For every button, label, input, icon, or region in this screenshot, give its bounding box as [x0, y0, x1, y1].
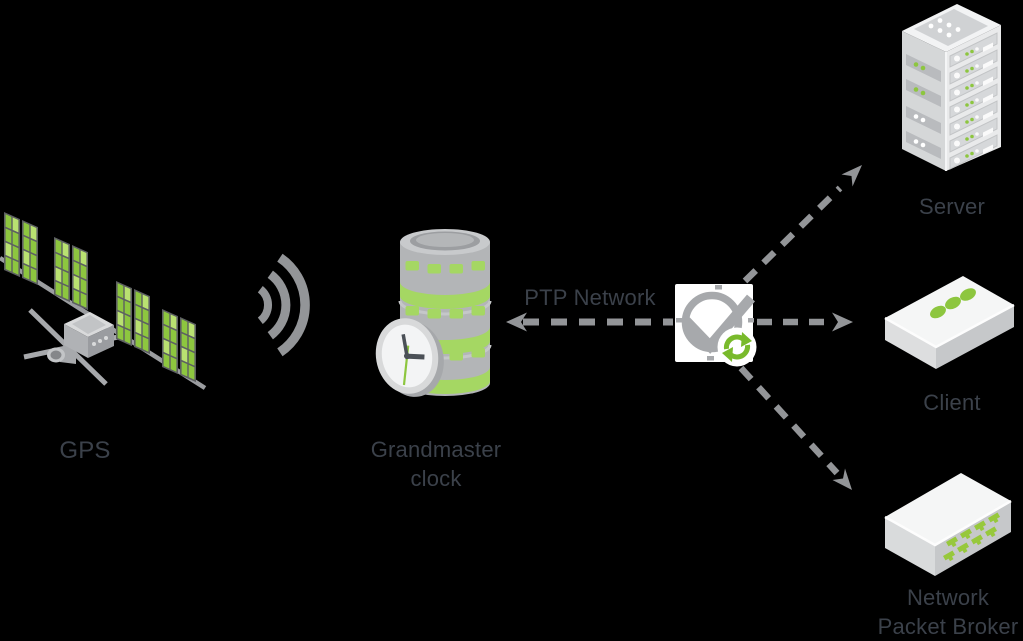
arrow-to-grandmaster — [506, 312, 673, 332]
arrow-to-server — [742, 165, 862, 284]
database-clock-icon — [375, 229, 492, 397]
gps-label: GPS — [59, 437, 111, 464]
sync-refresh-icon — [717, 327, 757, 367]
time-sync-check-icon — [675, 284, 757, 367]
arrow-to-packet-broker — [738, 365, 852, 490]
analog-clock-icon — [375, 318, 444, 397]
client-device-icon — [884, 276, 1015, 369]
network-packet-broker-label: Network Packet Broker — [877, 585, 1019, 639]
wireless-signal-icon — [257, 253, 310, 357]
grandmaster-clock-label: Grandmaster clock — [370, 437, 502, 491]
server-label: Server — [919, 194, 985, 219]
ptp-network-label: PTP Network — [524, 285, 656, 310]
arrow-to-client — [757, 312, 853, 332]
server-rack-icon — [902, 4, 1001, 171]
packet-broker-icon — [884, 473, 1012, 576]
satellite-icon — [0, 212, 207, 390]
client-label: Client — [923, 390, 981, 415]
